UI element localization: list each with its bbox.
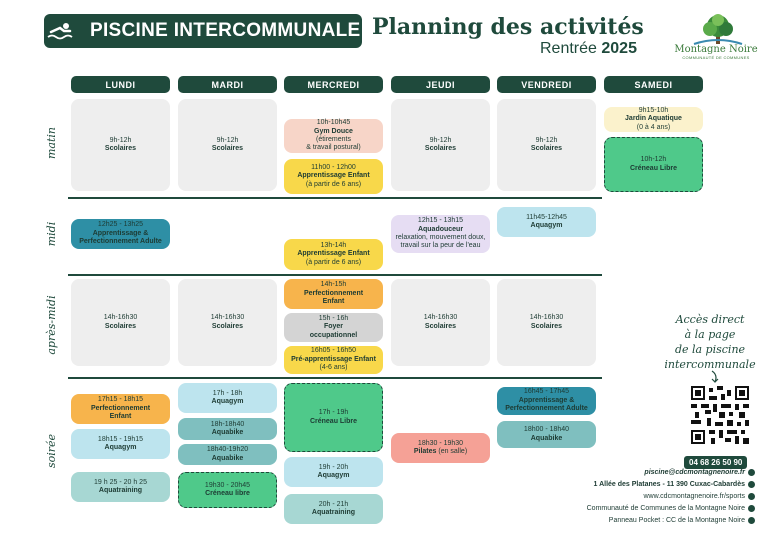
banner-title: PISCINE INTERCOMMUNALE	[90, 20, 361, 41]
day-header-lundi: LUNDI	[71, 76, 170, 93]
period-label-matin: matin	[45, 127, 58, 160]
qr-access-text: Accès direct à la page de la piscine int…	[664, 313, 756, 371]
phone-app-icon	[748, 517, 755, 524]
globe-icon	[748, 493, 755, 500]
swimmer-icon	[44, 14, 78, 48]
contact-facebook[interactable]: Communauté de Communes de la Montagne No…	[587, 505, 755, 512]
contact-website[interactable]: www.cdcmontagnenoire.fr/sports	[643, 493, 755, 500]
day-header-jeudi: JEUDI	[391, 76, 490, 93]
contact-address: 1 Allée des Platanes - 11 390 Cuxac-Caba…	[594, 481, 755, 488]
tree-logo-icon	[676, 12, 760, 64]
logo-subtitle: COMMUNAUTÉ DE COMMUNES	[682, 55, 750, 60]
contact-email[interactable]: piscine@cdcmontagnenoire.fr	[644, 469, 755, 476]
day-header-mardi: MARDI	[178, 76, 277, 93]
separator-midi-apres-midi	[68, 274, 602, 276]
email-icon	[748, 469, 755, 476]
separator-apres-midi-soiree	[68, 377, 602, 379]
qr-code-icon[interactable]	[691, 386, 749, 444]
facebook-icon	[748, 505, 755, 512]
day-header-samedi: SAMEDI	[604, 76, 703, 93]
day-header-mercredi: MERCREDI	[284, 76, 383, 93]
separator-matin-midi	[68, 197, 602, 199]
page-subtitle: Rentrée 2025	[540, 40, 637, 57]
header-banner: PISCINE INTERCOMMUNALE	[44, 14, 362, 48]
page-title: Planning des activités	[372, 14, 644, 40]
arrow-down-icon	[711, 370, 719, 383]
period-label-soiree: soirée	[45, 433, 58, 469]
activity-card: 18h30 - 19h30 Pilates (en salle)	[391, 433, 490, 463]
contact-panneau-pocket[interactable]: Panneau Pocket : CC de la Montagne Noire	[609, 517, 755, 524]
location-icon	[748, 481, 755, 488]
logo-name: Montagne Noire	[674, 44, 758, 55]
period-label-apres-midi: après-midi	[45, 295, 58, 355]
day-header-vendredi: VENDREDI	[497, 76, 596, 93]
phone-badge: 04 68 26 50 90	[684, 456, 748, 469]
period-label-midi: midi	[45, 221, 58, 247]
